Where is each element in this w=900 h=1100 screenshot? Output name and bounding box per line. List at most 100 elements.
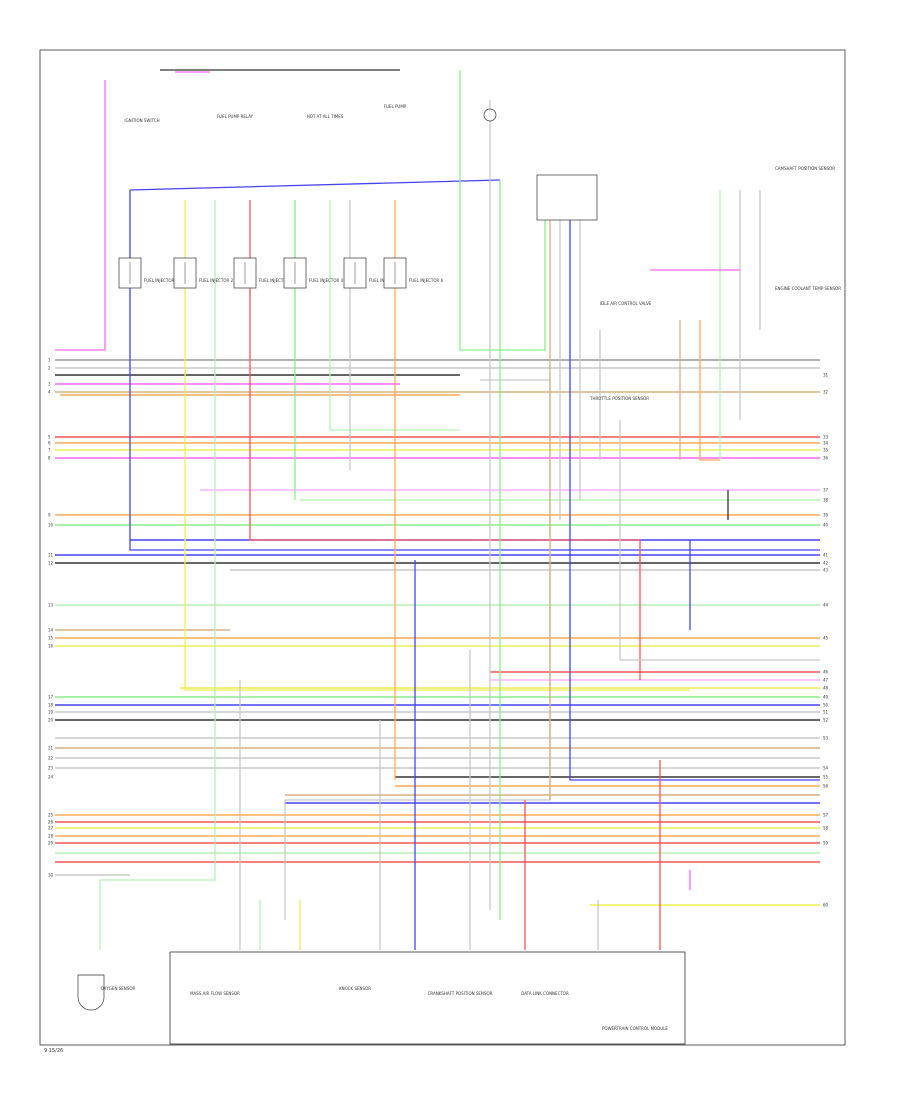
right-pin-43: 43: [823, 568, 829, 573]
left-pin-25: 25: [48, 813, 54, 818]
fuel-injector-label-2: FUEL INJECTOR 2: [199, 278, 234, 283]
footer-code: 9 15/26: [44, 1048, 63, 1054]
left-pin-4: 4: [48, 390, 51, 395]
right-pin-47: 47: [823, 678, 829, 683]
right-pin-54: 54: [823, 766, 829, 771]
right-pin-42: 42: [823, 561, 829, 566]
right-pin-60: 60: [823, 903, 829, 908]
pcm-box: [169, 951, 686, 1045]
fuel-injector-label-3: FUEL INJECTOR 3: [259, 278, 294, 283]
left-pin-13: 13: [48, 603, 54, 608]
left-pin-27: 27: [48, 826, 54, 831]
right-pin-56: 56: [823, 784, 829, 789]
route-wire-1: [55, 80, 106, 351]
right-pin-44: 44: [823, 603, 829, 608]
left-pin-20: 20: [48, 718, 54, 723]
left-pin-17: 17: [48, 695, 54, 700]
right-pin-49: 49: [823, 695, 829, 700]
route-wire-11: [459, 70, 546, 351]
top-component-label-3: HOT AT ALL TIMES: [307, 114, 344, 119]
right-pin-38: 38: [823, 498, 829, 503]
route-wire-2: [129, 190, 820, 551]
left-pin-3: 3: [48, 382, 51, 387]
left-pin-15: 15: [48, 636, 54, 641]
bottom-component-label-3: KNOCK SENSOR: [339, 986, 371, 991]
left-pin-9: 9: [48, 513, 51, 518]
right-pin-41: 41: [823, 553, 829, 558]
relay-coil-symbol: [483, 108, 497, 122]
left-pin-1: 1: [48, 358, 51, 363]
left-pin-16: 16: [48, 644, 54, 649]
right-pin-33: 33: [823, 435, 829, 440]
connector-pins: 1234567891011121314151617181920212223242…: [48, 358, 829, 908]
right-pin-36: 36: [823, 456, 829, 461]
right-pin-50: 50: [823, 703, 829, 708]
left-pin-8: 8: [48, 456, 51, 461]
right-pin-53: 53: [823, 736, 829, 741]
right-pin-39: 39: [823, 513, 829, 518]
left-pin-21: 21: [48, 746, 54, 751]
fuel-injector-label-4: FUEL INJECTOR 4: [309, 278, 344, 283]
right-pin-45: 45: [823, 636, 829, 641]
route-wire-23: [699, 320, 720, 461]
left-pin-28: 28: [48, 834, 54, 839]
left-pin-12: 12: [48, 561, 54, 566]
bottom-component-label-1: OXYGEN SENSOR: [101, 986, 136, 991]
right-pin-37: 37: [823, 488, 829, 493]
left-pin-14: 14: [48, 628, 54, 633]
left-pin-23: 23: [48, 766, 54, 771]
oxygen-sensor-symbol: [77, 974, 105, 1011]
fuel-pump-box: [536, 174, 598, 221]
fuel-injector-label-6: FUEL INJECTOR 6: [409, 278, 444, 283]
route-wire-3: [129, 179, 501, 191]
route-wire-20: [619, 420, 820, 661]
wires: [55, 69, 820, 950]
right-component-label-2: THROTTLE POSITION SENSOR: [589, 396, 649, 401]
right-component-label-4: CAMSHAFT POSITION SENSOR: [775, 166, 835, 171]
left-pin-26: 26: [48, 820, 54, 825]
bottom-component-label-5: POWERTRAIN CONTROL MODULE: [602, 1026, 668, 1031]
left-pin-5: 5: [48, 435, 51, 440]
left-pin-6: 6: [48, 441, 51, 446]
left-pin-29: 29: [48, 841, 54, 846]
left-pin-10: 10: [48, 523, 54, 528]
right-pin-40: 40: [823, 523, 829, 528]
fuel-injector-label-1: FUEL INJECTOR 1: [144, 278, 179, 283]
right-pin-35: 35: [823, 448, 829, 453]
left-pin-18: 18: [48, 703, 54, 708]
bottom-component-label-4: CRANKSHAFT POSITION SENSOR: [428, 991, 493, 996]
left-pin-2: 2: [48, 366, 51, 371]
right-pin-55: 55: [823, 775, 829, 780]
right-pin-31: 31: [823, 373, 829, 378]
right-pin-51: 51: [823, 710, 829, 715]
right-pin-48: 48: [823, 686, 829, 691]
right-pin-57: 57: [823, 813, 829, 818]
diagram-frame: [39, 49, 846, 1046]
left-pin-19: 19: [48, 710, 54, 715]
right-pin-46: 46: [823, 670, 829, 675]
top-component-label-4: FUEL PUMP: [384, 104, 407, 109]
route-wire-5: [99, 200, 216, 950]
right-pin-59: 59: [823, 841, 829, 846]
top-component-label-1: IGNITION SWITCH: [124, 118, 159, 123]
components: FUEL INJECTOR 1 FUEL INJECTOR 2 FUEL INJEC…: [77, 104, 841, 1045]
right-pin-34: 34: [823, 441, 829, 446]
right-component-label-3: ENGINE COOLANT TEMP SENSOR: [775, 286, 841, 291]
left-pin-7: 7: [48, 448, 51, 453]
route-wire-4: [184, 200, 690, 691]
bottom-component-label-2: MASS AIR FLOW SENSOR: [190, 991, 240, 996]
top-component-label-2: FUEL PUMP RELAY: [217, 114, 254, 119]
left-pin-30: 30: [48, 873, 54, 878]
left-pin-24: 24: [48, 775, 54, 780]
right-component-label-1: IDLE AIR CONTROL VALVE: [600, 301, 652, 306]
bottom-component-label-6: DATA LINK CONNECTOR: [521, 991, 569, 996]
right-pin-58: 58: [823, 826, 829, 831]
route-wire-6: [249, 200, 641, 680]
right-pin-32: 32: [823, 390, 829, 395]
right-pin-52: 52: [823, 718, 829, 723]
route-wire-17: [569, 220, 820, 781]
route-wire-8: [329, 200, 460, 431]
left-pin-11: 11: [48, 553, 54, 558]
left-pin-22: 22: [48, 756, 54, 761]
